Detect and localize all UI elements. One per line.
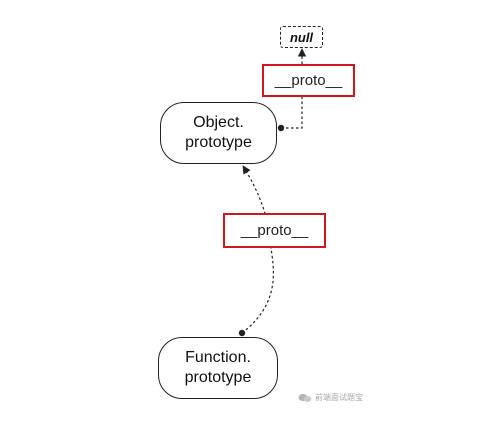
null-node: null (280, 26, 323, 48)
watermark-text: 前端面试题宝 (315, 393, 363, 402)
null-node-label: null (289, 29, 314, 45)
top-proto-label-box: __proto__ (262, 64, 355, 97)
middle-proto-label-box: __proto__ (223, 213, 326, 248)
function-prototype-node: Function. prototype (158, 337, 278, 399)
wechat-bubble-icon (298, 393, 312, 402)
watermark: 前端面试题宝 (298, 392, 363, 403)
object-to-null-connector (281, 48, 307, 129)
function-connector-origin-dot (238, 329, 246, 337)
function-prototype-label: Function. prototype (184, 349, 252, 386)
top-proto-label: __proto__ (274, 72, 343, 89)
object-prototype-label: Object. prototype (185, 114, 252, 151)
object-prototype-node: Object. prototype (160, 102, 277, 164)
object-connector-origin-dot (277, 124, 285, 132)
function-to-object-connector (241, 165, 274, 334)
middle-proto-label: __proto__ (240, 222, 309, 239)
